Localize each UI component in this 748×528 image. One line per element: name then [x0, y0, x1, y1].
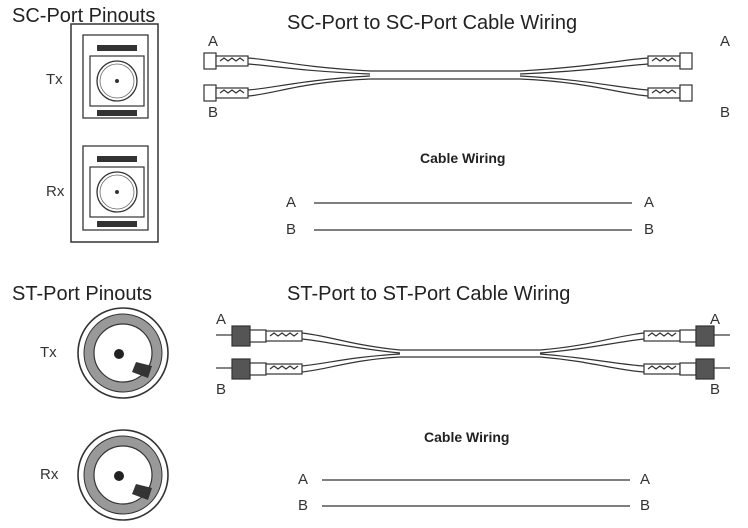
- sc-wiring-left-b: B: [286, 221, 297, 238]
- st-wiring-right-a: A: [640, 471, 651, 488]
- st-tx-label: Tx: [40, 344, 57, 361]
- sc-rx-connector-icon: [82, 145, 149, 231]
- sc-left-connector-b: [203, 75, 371, 102]
- sc-left-end-a-label: A: [208, 33, 219, 50]
- sc-rx-label: Rx: [46, 183, 65, 200]
- sc-wiring-right-b: B: [644, 221, 655, 238]
- st-pinouts-title: ST-Port Pinouts: [12, 283, 153, 305]
- st-right-connector-b: [539, 353, 730, 380]
- st-tx-connector-icon: [77, 307, 169, 399]
- st-wiring-left-a: A: [298, 471, 309, 488]
- st-left-connector-b: [216, 353, 401, 380]
- st-cable-icon: [216, 325, 730, 380]
- st-left-connector-a: [216, 325, 401, 354]
- st-right-end-a-label: A: [710, 311, 721, 328]
- st-rx-connector-icon: [77, 429, 169, 521]
- st-wiring-left-b: B: [298, 497, 309, 514]
- sc-port-frame: [70, 23, 159, 243]
- sc-wiring-right-a: A: [644, 194, 655, 211]
- st-wiring-title: Cable Wiring: [424, 429, 510, 445]
- sc-cable-title: SC-Port to SC-Port Cable Wiring: [287, 12, 578, 34]
- sc-right-end-a-label: A: [720, 33, 731, 50]
- sc-wiring-title: Cable Wiring: [420, 150, 506, 166]
- sc-pinouts-title: SC-Port Pinouts: [12, 5, 156, 27]
- st-right-end-b-label: B: [710, 381, 721, 398]
- sc-wiring-left-a: A: [286, 194, 297, 211]
- sc-right-connector-a: [519, 52, 693, 75]
- st-left-end-b-label: B: [216, 381, 227, 398]
- st-cable-title: ST-Port to ST-Port Cable Wiring: [287, 283, 571, 305]
- sc-cable-icon: [203, 52, 693, 102]
- sc-right-connector-b: [519, 75, 693, 102]
- sc-tx-connector-icon: [82, 34, 149, 119]
- sc-left-connector-a: [203, 52, 371, 75]
- st-right-connector-a: [539, 325, 730, 354]
- sc-tx-label: Tx: [46, 71, 63, 88]
- st-wiring-right-b: B: [640, 497, 651, 514]
- st-rx-label: Rx: [40, 466, 59, 483]
- sc-right-end-b-label: B: [720, 104, 731, 121]
- sc-left-end-b-label: B: [208, 104, 219, 121]
- st-left-end-a-label: A: [216, 311, 227, 328]
